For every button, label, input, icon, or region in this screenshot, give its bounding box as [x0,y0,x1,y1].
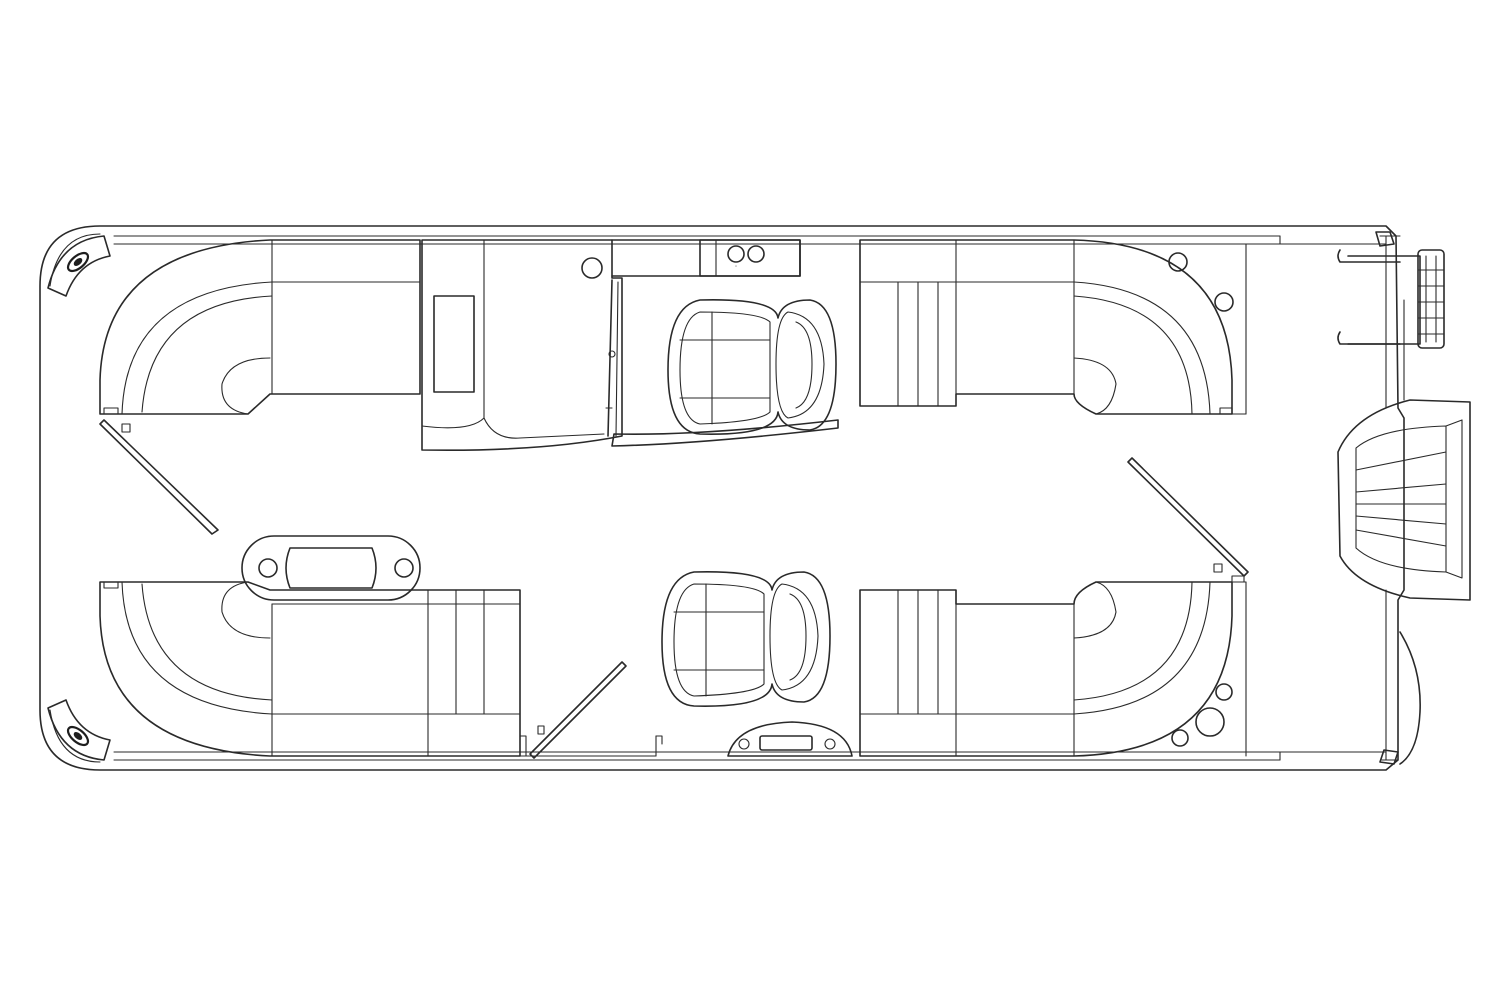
cupholder-icon [258,558,278,578]
cupholder-icon [581,257,603,279]
companion-console [727,721,853,757]
boarding-ladder [1337,231,1445,765]
bow-light-port-icon [47,235,111,297]
stern-gate [1127,457,1249,577]
helm-windshield [607,279,613,437]
stern-entry-opening [519,239,861,757]
cupholder-icon [1171,729,1189,747]
cupholder-icon [747,245,765,263]
bow-lounge-port [99,239,421,415]
helm-captain-chair [667,299,837,435]
cupholder-icon [1214,292,1234,312]
bow-gate-port [99,419,219,535]
companion-captain-chair [661,571,831,707]
aft-lounge-starboard [859,575,1247,757]
bow-lounge-starboard [99,581,521,757]
helm-display-screen [433,295,475,393]
cupholder-icon [727,245,745,263]
helm-console [421,239,839,452]
bow-light-starboard-icon [47,699,111,761]
helm-top-panel [611,239,801,277]
cupholder-icon [1195,707,1225,737]
cooler-table [241,535,421,601]
pontoon-stern-end [1399,299,1421,765]
mid-gate [519,661,663,759]
cupholder-icon [1168,252,1188,272]
cupholder-icon [1215,683,1233,701]
aft-lounge-port [859,239,1247,415]
deck-outline [39,225,1405,771]
cupholder-icon [394,558,414,578]
swim-platform [1337,399,1471,601]
